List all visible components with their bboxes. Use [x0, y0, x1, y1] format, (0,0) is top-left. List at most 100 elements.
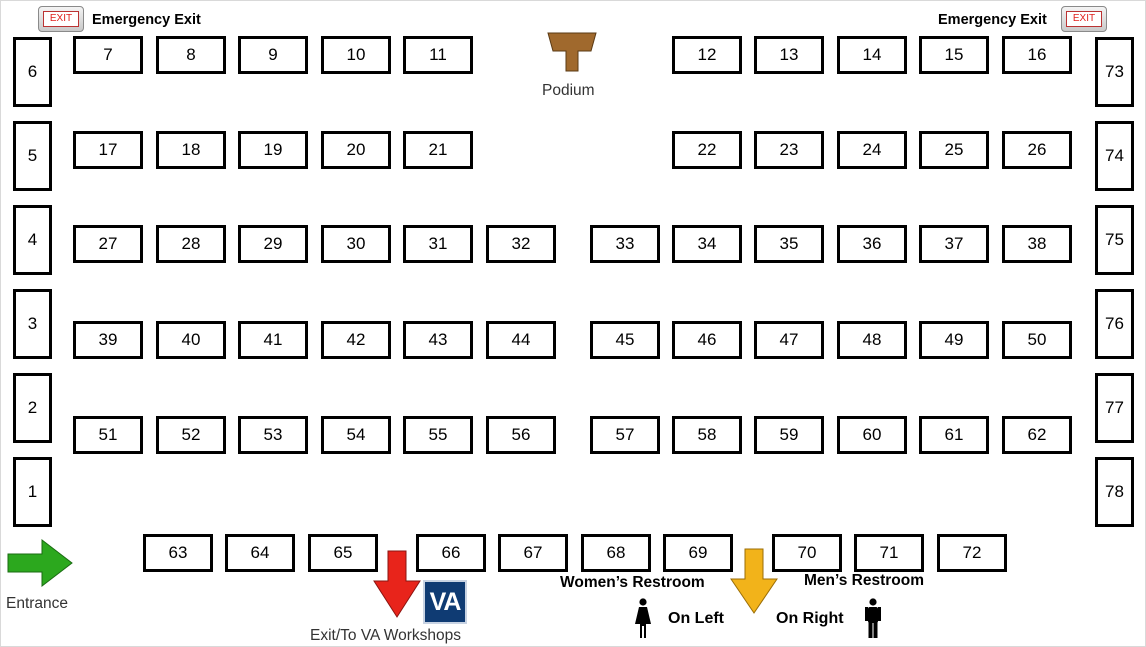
- booth-8: 8: [156, 36, 226, 74]
- booth-61: 61: [919, 416, 989, 454]
- booth-28: 28: [156, 225, 226, 263]
- booth-70: 70: [772, 534, 842, 572]
- womens-restroom-label: Women’s Restroom: [560, 574, 705, 591]
- booth-16: 16: [1002, 36, 1072, 74]
- booth-20: 20: [321, 131, 391, 169]
- exit-sign-right: EXIT: [1061, 6, 1107, 32]
- booth-68: 68: [581, 534, 651, 572]
- booth-72: 72: [937, 534, 1007, 572]
- booth-41: 41: [238, 321, 308, 359]
- booth-36: 36: [837, 225, 907, 263]
- booth-63: 63: [143, 534, 213, 572]
- booth-26: 26: [1002, 131, 1072, 169]
- podium-shape: [547, 32, 597, 72]
- podium-label: Podium: [542, 82, 595, 99]
- exit-sign-left: EXIT: [38, 6, 84, 32]
- booth-46: 46: [672, 321, 742, 359]
- booth-6: 6: [13, 37, 52, 107]
- booth-78: 78: [1095, 457, 1134, 527]
- booth-54: 54: [321, 416, 391, 454]
- woman-icon: [635, 598, 651, 638]
- booth-3: 3: [13, 289, 52, 359]
- on-left-label: On Left: [668, 610, 724, 627]
- va-logo-text: VA: [429, 587, 462, 616]
- booth-73: 73: [1095, 37, 1134, 107]
- booth-4: 4: [13, 205, 52, 275]
- booth-43: 43: [403, 321, 473, 359]
- booth-44: 44: [486, 321, 556, 359]
- booth-65: 65: [308, 534, 378, 572]
- booth-51: 51: [73, 416, 143, 454]
- booth-55: 55: [403, 416, 473, 454]
- booth-2: 2: [13, 373, 52, 443]
- exit-arrow-icon: [373, 550, 421, 618]
- booth-39: 39: [73, 321, 143, 359]
- booth-10: 10: [321, 36, 391, 74]
- exit-sign-text: EXIT: [1066, 11, 1102, 27]
- booth-5: 5: [13, 121, 52, 191]
- booth-14: 14: [837, 36, 907, 74]
- booth-58: 58: [672, 416, 742, 454]
- booth-22: 22: [672, 131, 742, 169]
- booth-17: 17: [73, 131, 143, 169]
- booth-23: 23: [754, 131, 824, 169]
- booth-76: 76: [1095, 289, 1134, 359]
- booth-13: 13: [754, 36, 824, 74]
- restroom-arrow-icon: [730, 548, 778, 614]
- booth-47: 47: [754, 321, 824, 359]
- exit-va-label: Exit/To VA Workshops: [310, 627, 462, 644]
- booth-37: 37: [919, 225, 989, 263]
- booth-27: 27: [73, 225, 143, 263]
- booth-31: 31: [403, 225, 473, 263]
- booth-29: 29: [238, 225, 308, 263]
- restroom-arrow-shape: [730, 548, 778, 614]
- booth-33: 33: [590, 225, 660, 263]
- booth-67: 67: [498, 534, 568, 572]
- exit-arrow-shape: [373, 550, 421, 618]
- entrance-arrow-shape: [7, 538, 73, 588]
- booth-53: 53: [238, 416, 308, 454]
- booth-64: 64: [225, 534, 295, 572]
- booth-42: 42: [321, 321, 391, 359]
- booth-7: 7: [73, 36, 143, 74]
- booth-34: 34: [672, 225, 742, 263]
- booth-77: 77: [1095, 373, 1134, 443]
- booth-9: 9: [238, 36, 308, 74]
- booth-57: 57: [590, 416, 660, 454]
- booth-52: 52: [156, 416, 226, 454]
- booth-56: 56: [486, 416, 556, 454]
- booth-66: 66: [416, 534, 486, 572]
- exit-sign-text: EXIT: [43, 11, 79, 27]
- booth-35: 35: [754, 225, 824, 263]
- on-right-label: On Right: [776, 610, 844, 627]
- booth-1: 1: [13, 457, 52, 527]
- booth-71: 71: [854, 534, 924, 572]
- booth-62: 62: [1002, 416, 1072, 454]
- mens-restroom-label: Men’s Restroom: [804, 572, 925, 589]
- booth-30: 30: [321, 225, 391, 263]
- booth-38: 38: [1002, 225, 1072, 263]
- entrance-label: Entrance: [6, 595, 69, 612]
- booth-21: 21: [403, 131, 473, 169]
- podium-icon: [547, 32, 597, 72]
- booth-60: 60: [837, 416, 907, 454]
- booth-18: 18: [156, 131, 226, 169]
- booth-45: 45: [590, 321, 660, 359]
- booth-25: 25: [919, 131, 989, 169]
- emergency-exit-left-label: Emergency Exit: [92, 12, 201, 28]
- booth-69: 69: [663, 534, 733, 572]
- booth-59: 59: [754, 416, 824, 454]
- booth-19: 19: [238, 131, 308, 169]
- booth-48: 48: [837, 321, 907, 359]
- booth-74: 74: [1095, 121, 1134, 191]
- emergency-exit-right-label: Emergency Exit: [938, 12, 1047, 28]
- entrance-arrow-icon: [7, 538, 73, 588]
- booth-24: 24: [837, 131, 907, 169]
- booth-40: 40: [156, 321, 226, 359]
- booth-75: 75: [1095, 205, 1134, 275]
- booth-49: 49: [919, 321, 989, 359]
- booth-32: 32: [486, 225, 556, 263]
- booth-11: 11: [403, 36, 473, 74]
- booth-12: 12: [672, 36, 742, 74]
- booth-15: 15: [919, 36, 989, 74]
